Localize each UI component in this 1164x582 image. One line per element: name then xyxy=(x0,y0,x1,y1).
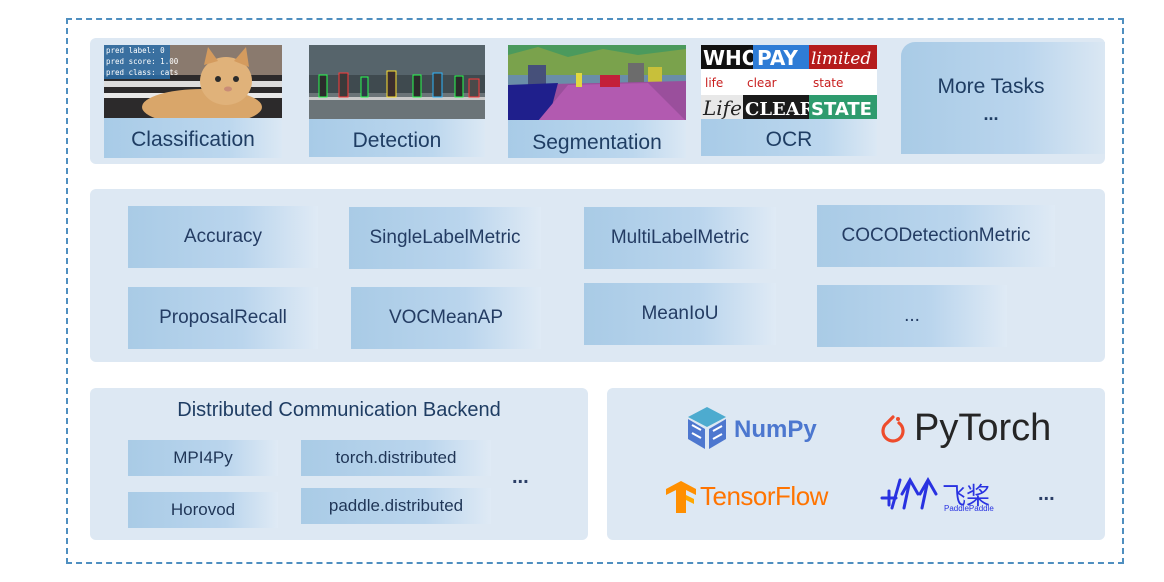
backend-horovod[interactable]: Horovod xyxy=(128,492,278,528)
street-detection-image xyxy=(309,45,485,119)
more-tasks-ellipsis: ... xyxy=(983,104,999,124)
ocr-word: WHO xyxy=(703,46,759,70)
paddle-sub-label: PaddlePaddle xyxy=(944,504,994,513)
tensorflow-icon xyxy=(666,481,696,513)
numpy-logo: NumPy xyxy=(684,405,824,451)
ocr-word: state xyxy=(813,76,843,90)
metric-coco-detection[interactable]: COCODetectionMetric xyxy=(817,205,1055,267)
task-label-more: More Tasks xyxy=(937,75,1045,98)
overlay-line-2: pred score: 1.00 xyxy=(106,57,179,66)
tensorflow-logo: TensorFlow xyxy=(664,477,854,517)
tensorflow-label: TensorFlow xyxy=(700,481,828,511)
frameworks-panel xyxy=(607,388,1105,540)
ocr-words-image: WHO PAY limited life clear state Life CL… xyxy=(701,45,877,119)
ocr-word: Life xyxy=(702,96,742,119)
backend-paddle-distributed[interactable]: paddle.distributed xyxy=(301,488,491,524)
task-label-segmentation: Segmentation xyxy=(508,120,686,158)
metric-proposal-recall[interactable]: ProposalRecall xyxy=(128,287,318,349)
frameworks-more-ellipsis: ... xyxy=(1038,483,1055,505)
task-label-classification: Classification xyxy=(104,118,282,158)
distributed-more-ellipsis: ... xyxy=(512,466,529,488)
pytorch-label: PyTorch xyxy=(914,407,1052,449)
metric-accuracy[interactable]: Accuracy xyxy=(128,206,318,268)
overlay-line-1: pred label: 0 xyxy=(106,46,165,55)
metric-multi-label[interactable]: MultiLabelMetric xyxy=(584,207,776,269)
segmentation-image xyxy=(508,45,686,121)
cat-image: pred label: 0 pred score: 1.00 pred clas… xyxy=(104,45,282,120)
task-detection[interactable]: Detection xyxy=(309,45,485,157)
pytorch-flame-icon xyxy=(881,415,905,443)
metric-mean-iou[interactable]: MeanIoU xyxy=(584,283,776,345)
pytorch-logo: PyTorch xyxy=(878,405,1058,453)
ocr-word: PAY xyxy=(757,46,798,70)
task-ocr[interactable]: WHO PAY limited life clear state Life CL… xyxy=(701,45,877,156)
backend-mpi4py[interactable]: MPI4Py xyxy=(128,440,278,476)
ocr-word: limited xyxy=(811,49,871,69)
task-label-ocr: OCR xyxy=(701,119,877,156)
distributed-title: Distributed Communication Backend xyxy=(177,399,501,421)
metric-voc-mean-ap[interactable]: VOCMeanAP xyxy=(351,287,541,349)
paddle-icon xyxy=(880,476,938,510)
numpy-label: NumPy xyxy=(734,416,817,443)
ocr-word: clear xyxy=(747,76,777,90)
ocr-word: life xyxy=(705,76,723,90)
ocr-word: STATE xyxy=(811,99,872,119)
overlay-line-3: pred class: cats xyxy=(106,68,178,77)
task-classification[interactable]: pred label: 0 pred score: 1.00 pred clas… xyxy=(104,45,282,158)
backend-torch-distributed[interactable]: torch.distributed xyxy=(301,440,491,476)
task-more[interactable]: More Tasks ... xyxy=(901,42,1105,154)
outer-dashed-frame xyxy=(66,18,1124,564)
task-segmentation[interactable]: Segmentation xyxy=(508,45,686,158)
paddle-logo: 飞桨 PaddlePaddle xyxy=(880,474,1000,516)
task-label-detection: Detection xyxy=(309,119,485,157)
paddle-label: 飞桨 xyxy=(942,483,990,510)
numpy-cube-icon xyxy=(688,407,726,449)
ocr-word: CLEAR xyxy=(745,99,816,119)
metric-single-label[interactable]: SingleLabelMetric xyxy=(349,207,541,269)
metric-more[interactable]: ... xyxy=(817,285,1007,347)
